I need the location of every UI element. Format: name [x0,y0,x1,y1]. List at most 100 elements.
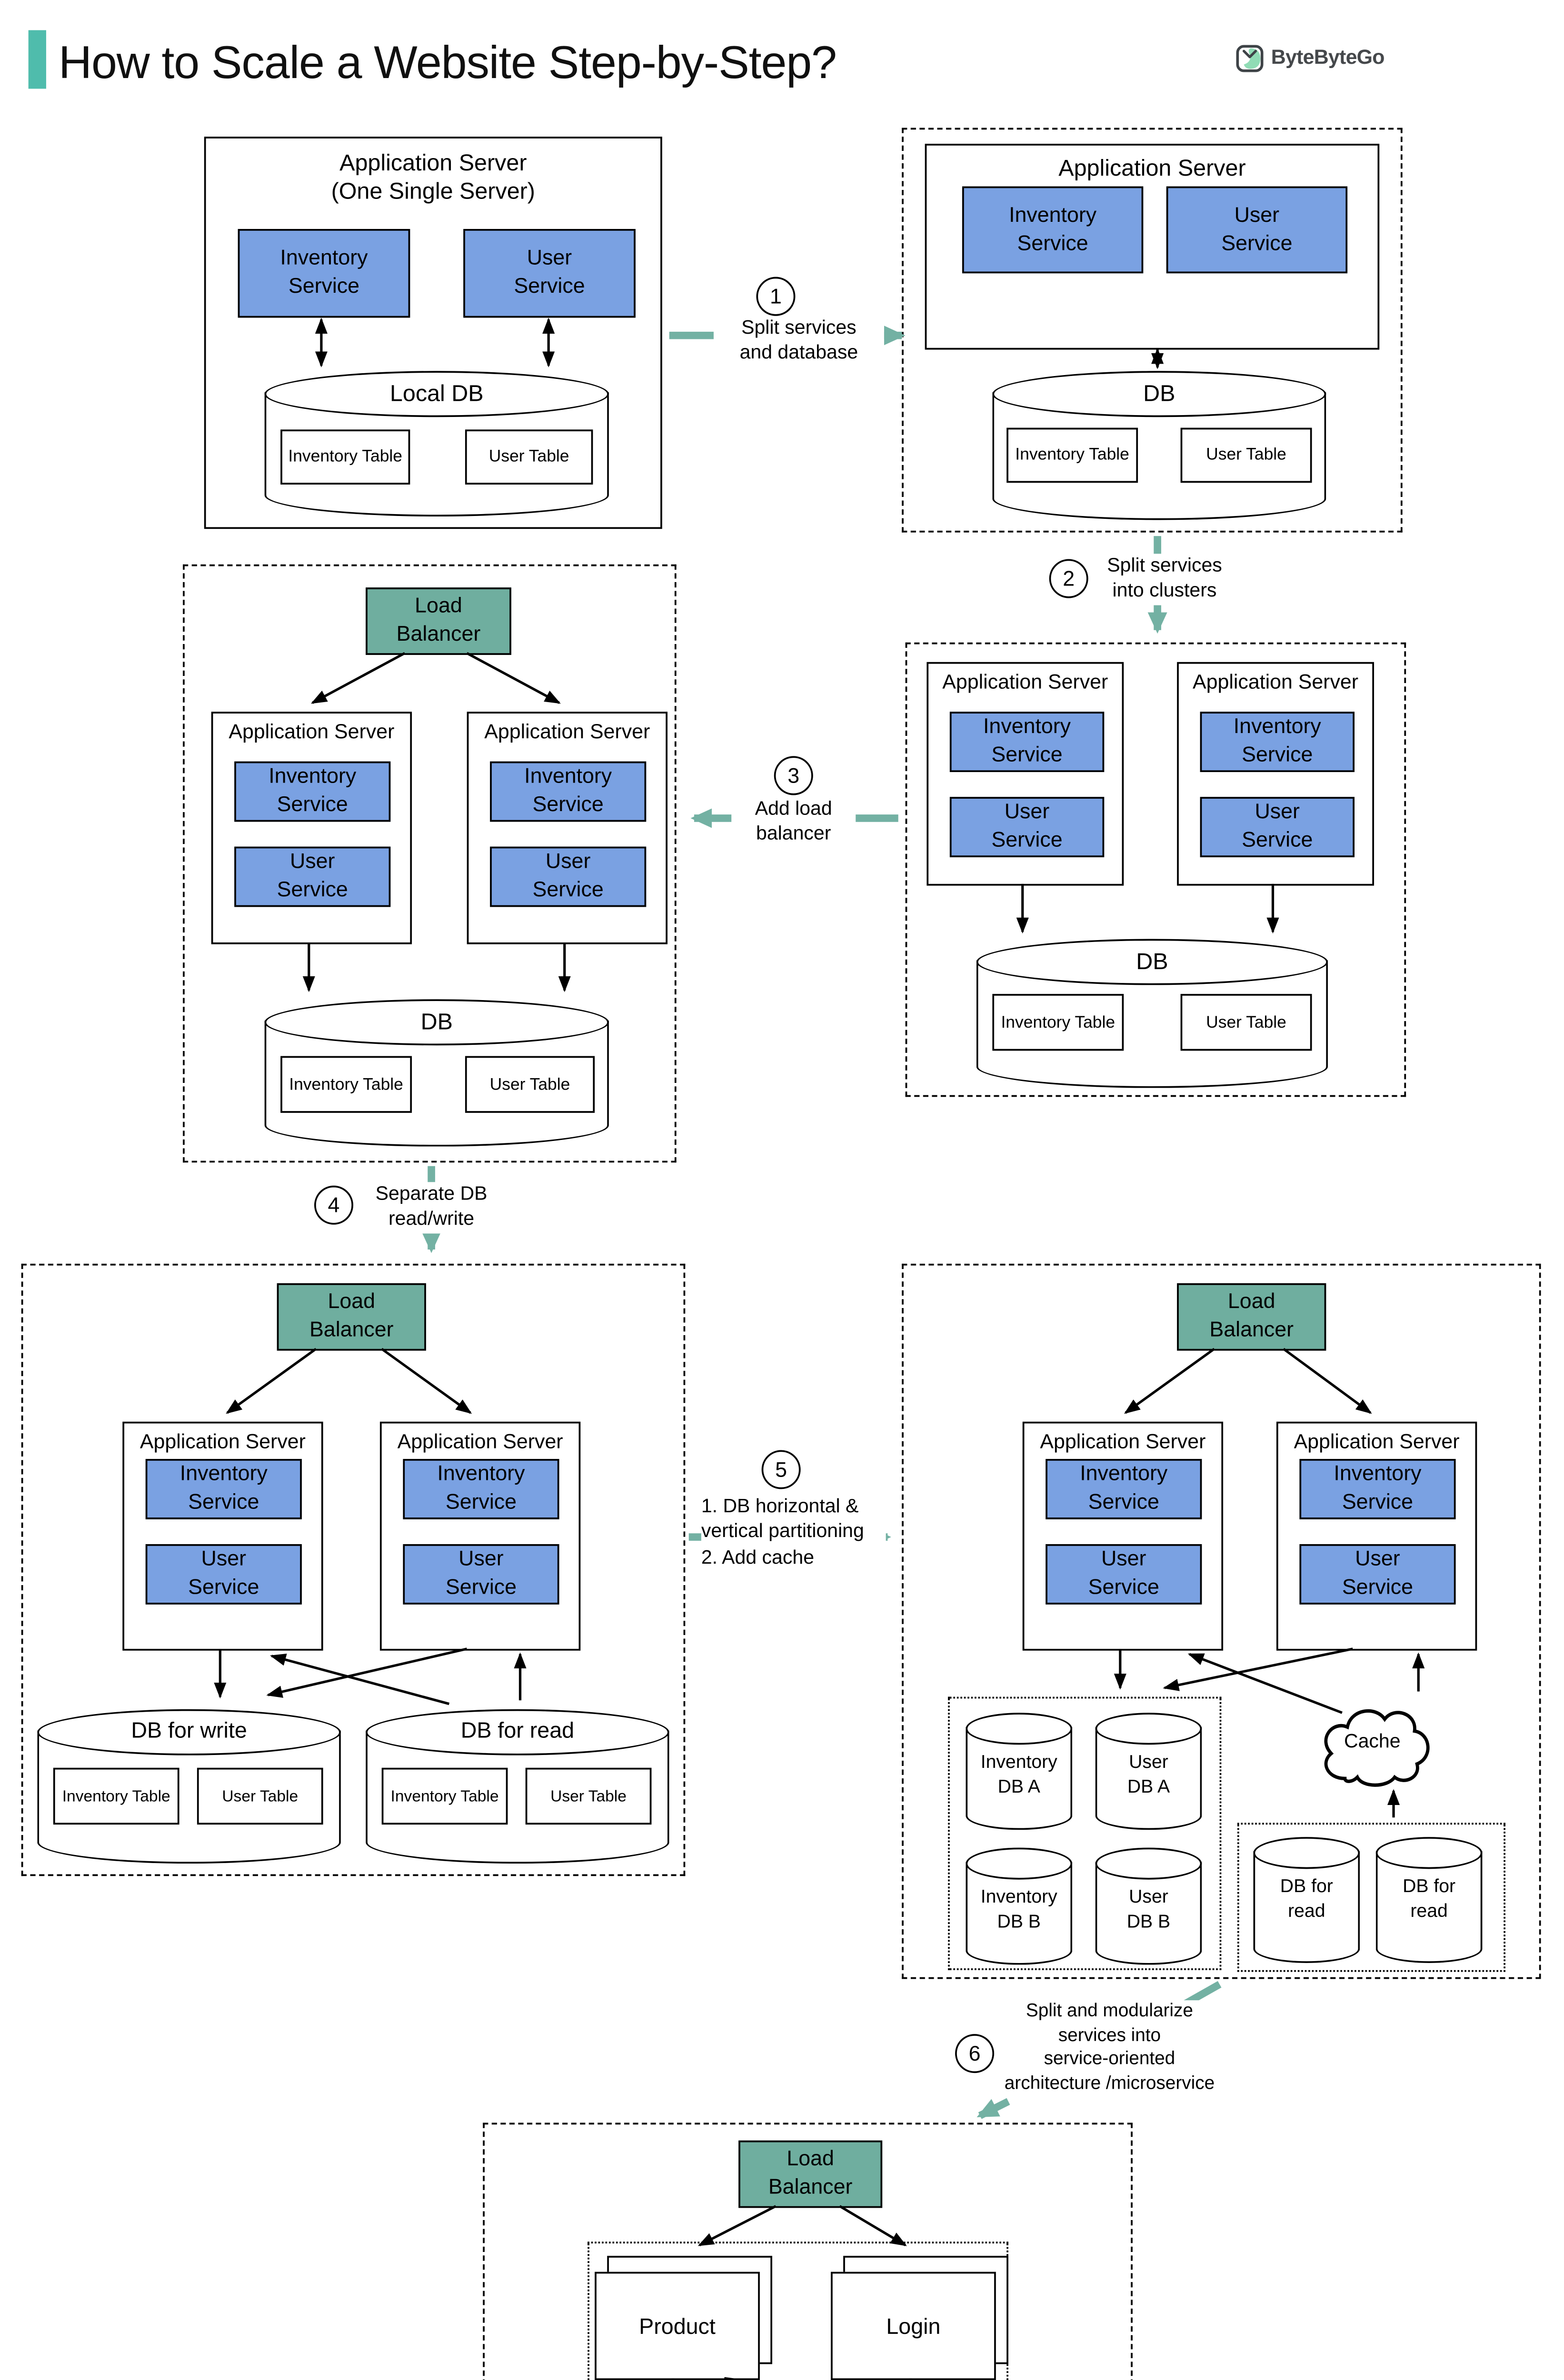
inventory-service-box: Inventory Service [1299,1458,1456,1519]
step3-result-box: Load Balancer Application Server Invento… [183,564,677,1163]
inventory-db-b-cylinder: Inventory DB B [966,1847,1073,1965]
user-service-box: User Service [1166,186,1348,274]
app-server-title: Application Server [229,722,395,744]
inventory-table-box: Inventory Table [992,994,1124,1051]
user-db-a-cylinder: User DB A [1095,1713,1202,1830]
user-db-b-label: User DB B [1126,1886,1171,1933]
app-server-title: Application Server [942,673,1108,694]
local-db-label: Local DB [389,379,484,407]
app-server-box-left: Application Server Inventory Service Use… [211,712,412,944]
inventory-service-box: Inventory Service [403,1458,559,1519]
db-label: DB [1143,379,1175,407]
user-table-box: User Table [465,1056,595,1113]
title-accent-bar [28,30,46,89]
inventory-table-box: Inventory Table [280,1056,412,1113]
user-table-box: User Table [1180,994,1312,1051]
read-replica-group: DB for read DB for read [1237,1823,1505,1972]
partitioned-db-group: Inventory DB A User DB A Inventory DB B … [948,1696,1222,1970]
app-server-box-right: Application Server Inventory Service Use… [1177,662,1375,886]
app-server-title: Application Server [139,1432,306,1454]
db-cylinder: DB Inventory Table User Table [976,939,1328,1088]
app-server-title: Application Server [1058,154,1246,181]
logo-wordmark: ByteByteGo [1271,48,1385,69]
app-server-title: Application Server [397,1432,563,1454]
cache-label: Cache [1344,1731,1401,1753]
user-table-box: User Table [1180,427,1312,483]
step-2-circle: 2 [1049,559,1088,598]
load-balancer-box: Load Balancer [366,587,511,655]
user-service-box: User Service [1046,1544,1202,1605]
inventory-service-box: Inventory Service [238,229,410,318]
step2-result-box: Application Server Inventory Service Use… [905,642,1406,1097]
inventory-service-box: Inventory Service [234,761,391,822]
step-6-label: Split and modularize services into servi… [997,2000,1222,2096]
db-read-cylinder-1: DB for read [1253,1837,1360,1963]
bytebytego-logo: ByteByteGo [1235,44,1385,73]
user-table-box: User Table [465,429,593,485]
inventory-table-box: Inventory Table [280,429,410,485]
inventory-service-box: Inventory Service [1200,712,1355,772]
app-server-box-right: Application Server Inventory Service Use… [379,1421,581,1651]
cloud-shape [1324,1709,1430,1787]
db-read-label: DB for read [1403,1876,1456,1922]
db-read-label: DB for read [460,1718,575,1743]
user-service-box: User Service [1200,797,1355,857]
inventory-table-box: Inventory Table [53,1767,179,1825]
inventory-table-box: Inventory Table [381,1767,508,1825]
db-write-cylinder: DB for write Inventory Table User Table [37,1709,341,1864]
inventory-db-a-label: Inventory DB A [980,1752,1057,1797]
load-balancer-box: Load Balancer [738,2140,883,2208]
db-read-cylinder: DB for read Inventory Table User Table [366,1709,669,1864]
cache-cloud: Cache [1310,1697,1434,1789]
product-card: Product [595,2271,760,2380]
login-card: Login [831,2271,996,2380]
app-server-title: Application Server [1193,673,1359,694]
inventory-service-box: Inventory Service [490,761,647,822]
step-4-circle: 4 [314,1185,354,1225]
app-server-box-right: Application Server Inventory Service Use… [1276,1421,1477,1651]
app-server-title: Application Server [1040,1432,1206,1454]
logo-icon [1236,45,1264,72]
page-title: How to Scale a Website Step-by-Step? [59,35,837,89]
inventory-service-box: Inventory Service [1046,1458,1202,1519]
user-service-box: User Service [949,797,1105,857]
app-server-box-left: Application Server Inventory Service Use… [1022,1421,1224,1651]
service-group: Product Login Inventory Service User Ser… [588,2241,1008,2380]
load-balancer-box: Load Balancer [277,1283,426,1351]
user-db-b-cylinder: User DB B [1095,1847,1202,1965]
user-db-a-label: User DB A [1127,1752,1170,1797]
step1-result-box: Application Server Inventory Service Use… [902,128,1403,533]
app-server-box: Application Server Inventory Service Use… [925,144,1380,350]
db-label: DB [1136,948,1168,975]
step-6-circle: 6 [955,2034,995,2073]
inventory-service-box: Inventory Service [145,1458,302,1519]
user-table-box: User Table [525,1767,652,1825]
db-read-cylinder-2: DB for read [1375,1837,1483,1963]
user-service-box: User Service [403,1544,559,1605]
app-server-title: Application Server(One Single Server) [206,149,661,205]
step4-result-box: Load Balancer Application Server Invento… [21,1263,686,1876]
app-server-box-right: Application Server Inventory Service Use… [467,712,667,944]
step-3-circle: 3 [774,756,813,795]
user-service-box: User Service [145,1544,302,1605]
user-service-box: User Service [463,229,636,318]
single-server-box: Application Server(One Single Server) In… [204,137,662,529]
app-server-box-left: Application Server Inventory Service Use… [122,1421,323,1651]
db-label: DB [420,1008,453,1035]
user-service-box: User Service [490,846,647,907]
step6-result-box: Load Balancer Product Login Inventory Se… [483,2122,1133,2380]
step-5-circle: 5 [761,1450,801,1489]
user-service-box: User Service [234,846,391,907]
step-1-circle: 1 [756,277,796,316]
app-server-title: Application Server [484,722,650,744]
db-cylinder: DB Inventory Table User Table [992,371,1326,520]
step-1-label: Split services and database [713,316,884,367]
step-4-label: Separate DB read/write [351,1182,511,1233]
step5-result-box: Load Balancer Application Server Invento… [902,1263,1541,1979]
local-db-cylinder: Local DB Inventory Table User Table [264,371,609,517]
db-write-label: DB for write [131,1718,247,1743]
app-server-box-left: Application Server Inventory Service Use… [926,662,1124,886]
user-service-box: User Service [1299,1544,1456,1605]
db-read-label: DB for read [1280,1876,1333,1922]
